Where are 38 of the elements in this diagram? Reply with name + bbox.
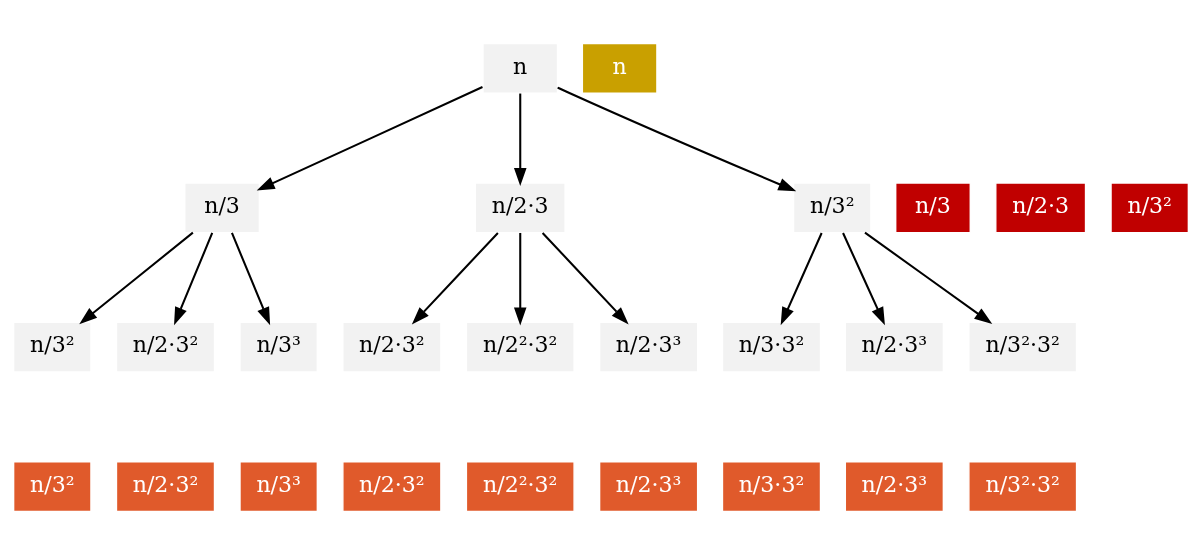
node-box: n/2²·3² (465, 321, 575, 373)
node-box: n/2·3³ (598, 321, 699, 373)
node-box: n/3³ (239, 321, 318, 373)
arrow (174, 232, 214, 325)
node-box: n/2·3² (115, 321, 216, 373)
node-box: n (482, 42, 559, 94)
arrow (79, 231, 194, 324)
node-box: n/3²·3² (968, 321, 1078, 373)
arrow (256, 85, 483, 191)
node-box: n/2·3² (342, 321, 442, 373)
node-box: n/2·3² (115, 460, 216, 512)
node-box: n/3² (12, 460, 92, 512)
node-box: n/2·3² (342, 460, 442, 512)
node-box: n/2·3³ (598, 460, 699, 512)
node-box: n/3 (184, 181, 261, 233)
node-box: n/2·3 (995, 181, 1087, 233)
arrow (842, 232, 885, 325)
node-box: n/3·3² (721, 321, 822, 373)
node-box: n/3²·3² (968, 460, 1078, 512)
node-box: n/2²·3² (465, 460, 575, 512)
node-box: n/2·3³ (844, 321, 945, 373)
arrow (557, 86, 797, 191)
node-box: n/3² (12, 321, 92, 373)
node-box: n/3 (895, 181, 971, 233)
arrow (513, 232, 527, 325)
node-box: n (581, 42, 658, 94)
arrow (231, 232, 271, 325)
arrow (411, 231, 499, 325)
node-box: n/3³ (239, 460, 318, 512)
node-box: n/2·3 (474, 181, 566, 233)
arrow (513, 93, 527, 186)
node-box: n/3² (792, 181, 872, 233)
node-box: n/3² (1110, 181, 1190, 233)
arrow (780, 232, 823, 325)
arrow (541, 231, 629, 325)
arrow (864, 231, 993, 324)
node-box: n/3·3² (721, 460, 822, 512)
node-box: n/2·3³ (844, 460, 945, 512)
